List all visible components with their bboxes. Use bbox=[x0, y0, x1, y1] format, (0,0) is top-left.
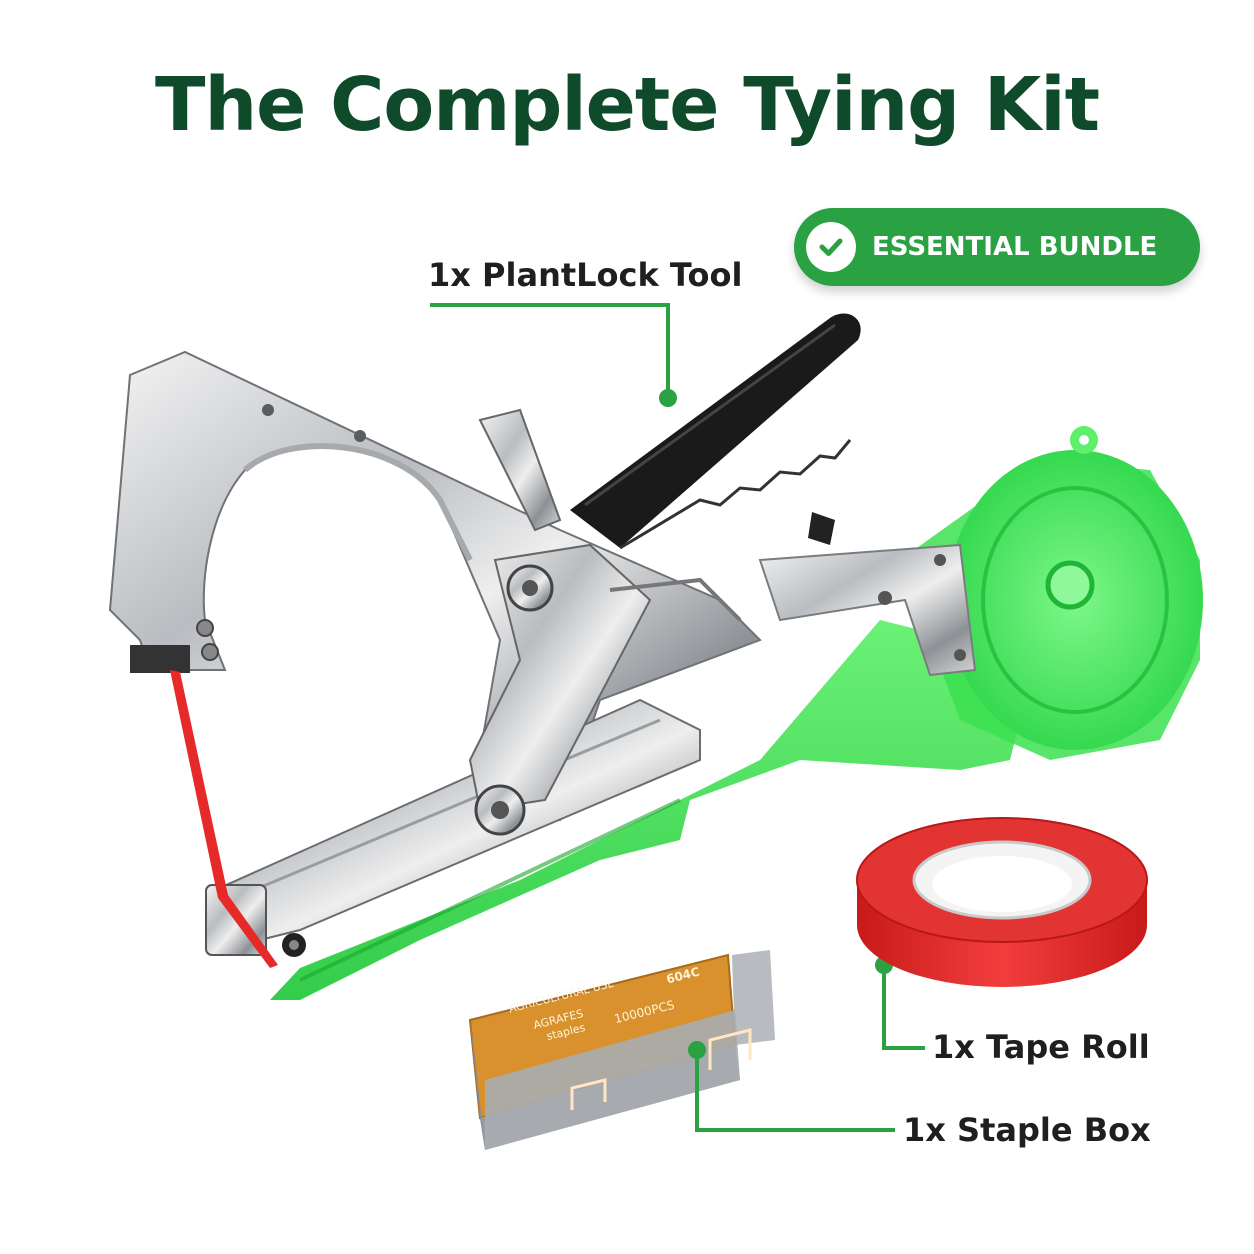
badge-label: ESSENTIAL BUNDLE bbox=[872, 232, 1158, 262]
tape-callout-label: 1x Tape Roll bbox=[932, 1028, 1150, 1066]
tool-green-base bbox=[270, 620, 1020, 1000]
staple-box: AGRICULTURAL USE AGRAFES staples 604C 10… bbox=[468, 950, 775, 1150]
red-tape-roll bbox=[856, 817, 1148, 987]
page-title: The Complete Tying Kit bbox=[154, 62, 1100, 148]
tool-callout-label: 1x PlantLock Tool bbox=[428, 256, 743, 294]
essential-bundle-badge: ESSENTIAL BUNDLE bbox=[794, 208, 1200, 286]
tool-callout-line bbox=[430, 303, 677, 407]
reel-arm bbox=[758, 543, 977, 677]
staples-callout-label: 1x Staple Box bbox=[903, 1111, 1151, 1149]
tool-pivot-plates bbox=[468, 408, 835, 836]
tape-reel bbox=[900, 426, 1203, 760]
red-tape-strand bbox=[170, 670, 278, 968]
tool-black-handle bbox=[570, 313, 861, 550]
staples-callout-line bbox=[688, 1041, 895, 1132]
tool-chrome-body bbox=[108, 350, 762, 822]
check-circle-icon bbox=[806, 222, 856, 272]
